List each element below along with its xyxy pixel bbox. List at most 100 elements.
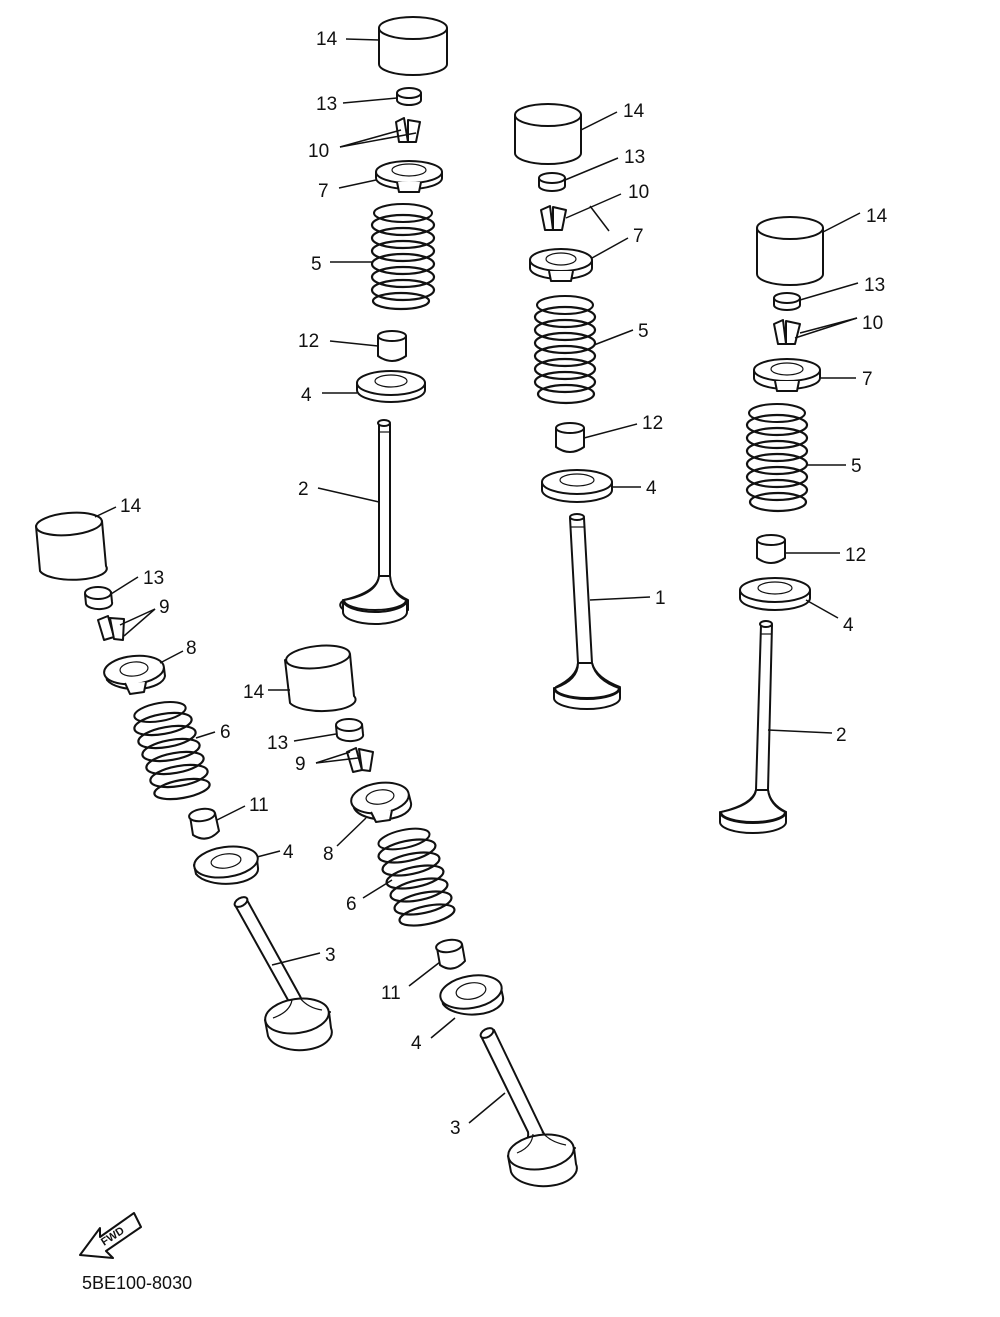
callout-e-11: 11 <box>381 983 401 1004</box>
spring-retainer-d <box>103 654 166 695</box>
callout-d-9: 9 <box>159 597 170 618</box>
leader-b-1 <box>589 596 651 601</box>
callout-d-13: 13 <box>143 568 164 589</box>
callout-b-14: 14 <box>623 101 645 122</box>
valve-spring-d <box>133 701 211 801</box>
leader-e-8 <box>336 817 367 847</box>
leader-d-11 <box>216 805 246 821</box>
callout-c-5: 5 <box>851 456 862 477</box>
valve-e <box>479 1027 578 1188</box>
stem-seal-e <box>435 938 466 970</box>
callout-a-10: 10 <box>308 141 329 162</box>
callout-c-7: 7 <box>862 369 873 390</box>
callout-c-2: 2 <box>836 725 847 746</box>
leader-d-9 <box>119 608 156 626</box>
leader-a-2 <box>317 487 380 503</box>
leader-d-8 <box>159 650 184 664</box>
leader-b-7 <box>591 237 629 259</box>
shim-e <box>335 718 365 743</box>
leader-a-13 <box>342 97 398 104</box>
callout-b-7: 7 <box>633 226 644 247</box>
callout-d-11: 11 <box>249 795 269 816</box>
stem-seal-d <box>188 807 220 840</box>
callout-a-13: 13 <box>316 94 337 115</box>
callout-d-6: 6 <box>220 722 231 743</box>
valve-assembly-b: 14 13 10 7 <box>514 101 666 710</box>
spring-seat-a <box>356 370 426 403</box>
callout-d-3: 3 <box>325 945 336 966</box>
valve-b <box>553 513 621 710</box>
valve-spring-a <box>370 203 436 311</box>
valve-lifter-b <box>514 103 582 165</box>
callout-a-5: 5 <box>311 254 322 275</box>
leader-b-12 <box>583 423 638 439</box>
valve-assembly-c: 14 13 10 7 <box>719 206 888 834</box>
callout-d-14: 14 <box>120 496 142 517</box>
callout-a-2: 2 <box>298 479 309 500</box>
leader-d-13 <box>110 576 139 595</box>
valve-assembly-e: 14 13 9 8 <box>243 644 578 1188</box>
stem-seal-a <box>377 330 407 362</box>
shim-b <box>538 172 566 192</box>
valve-assembly-a: 14 13 10 7 <box>298 16 448 625</box>
callout-b-1: 1 <box>655 588 666 609</box>
forward-arrow-icon: FWD <box>79 1212 142 1259</box>
callout-b-4: 4 <box>646 478 657 499</box>
spring-seat-d <box>193 845 260 885</box>
leader-c-14 <box>822 212 861 233</box>
valve-a <box>339 419 409 625</box>
valve-cotter-c <box>773 319 801 345</box>
valve-cotter-d <box>97 615 125 641</box>
callout-c-12: 12 <box>845 545 866 566</box>
callout-c-13: 13 <box>864 275 885 296</box>
callout-b-13: 13 <box>624 147 645 168</box>
leader-e-3 <box>468 1092 506 1124</box>
leader-d-6 <box>195 731 216 739</box>
valve-cotter-e <box>346 747 374 773</box>
callout-b-10: 10 <box>628 182 649 203</box>
spring-retainer-a <box>375 160 443 193</box>
valve-lifter-e <box>284 644 357 713</box>
valve-spring-e <box>377 827 456 927</box>
valve-lifter-c <box>756 216 824 286</box>
leader-e-4 <box>430 1017 456 1039</box>
leader-e-13 <box>293 733 337 742</box>
leader-a-14 <box>345 38 380 41</box>
callout-b-5: 5 <box>638 321 649 342</box>
callout-d-4: 4 <box>283 842 294 863</box>
spring-retainer-c <box>753 358 821 392</box>
callout-a-14: 14 <box>316 29 338 50</box>
leader-d-3 <box>271 952 321 966</box>
callout-a-7: 7 <box>318 181 329 202</box>
valve-c <box>719 620 787 834</box>
valve-assembly-d: 14 13 9 8 <box>35 496 336 1052</box>
shim-a <box>396 87 422 106</box>
leader-b-5 <box>593 329 634 346</box>
valve-spring-b <box>533 295 597 405</box>
leader-e-6 <box>362 879 393 899</box>
callout-e-3: 3 <box>450 1118 461 1139</box>
callout-e-6: 6 <box>346 894 357 915</box>
spring-retainer-b <box>529 248 593 282</box>
leader-b-10 <box>565 193 622 219</box>
leader-d-14 <box>94 506 117 518</box>
diagram-code: 5BE100-8030 <box>82 1273 192 1293</box>
leader-e-9 <box>315 751 351 764</box>
callout-c-10: 10 <box>862 313 883 334</box>
callout-c-14: 14 <box>866 206 888 227</box>
callout-d-8: 8 <box>186 638 197 659</box>
leader-c-13 <box>799 282 859 301</box>
leader-c-2 <box>767 729 833 734</box>
callout-e-8: 8 <box>323 844 334 865</box>
shim-d <box>84 586 114 611</box>
spring-seat-c <box>739 577 811 611</box>
stem-seal-b <box>555 422 585 453</box>
valve-d <box>233 896 333 1052</box>
spring-retainer-e <box>350 781 413 823</box>
valve-lifter-a <box>378 16 448 76</box>
leader-a-7 <box>338 179 377 189</box>
callout-a-12: 12 <box>298 331 319 352</box>
leader-d-4 <box>256 850 281 858</box>
callout-e-9: 9 <box>295 754 306 775</box>
